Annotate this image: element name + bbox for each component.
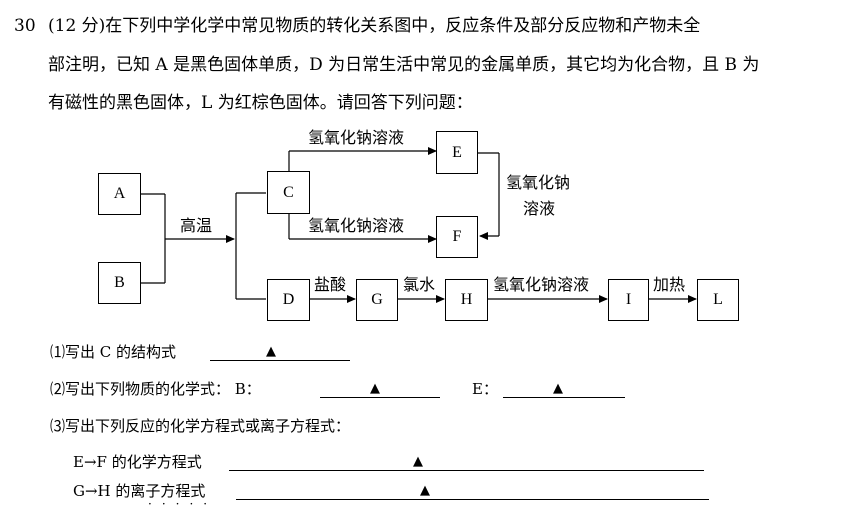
subquestion-2-e-label: E： xyxy=(472,380,498,398)
node-l: L xyxy=(697,279,739,321)
answer-mark-1: ▲ xyxy=(266,344,276,359)
label-naoh-to-f: 氢氧化钠溶液 xyxy=(308,216,405,235)
subquestion-3-e-to-f: E→F 的化学方程式 xyxy=(73,453,202,471)
subquestion-2: ⑵写出下列物质的化学式： B： xyxy=(50,380,261,398)
label-hcl: 盐酸 xyxy=(314,275,347,294)
label-high-temp: 高温 xyxy=(180,216,213,235)
answer-blank-c-structure[interactable] xyxy=(210,360,350,361)
label-naoh-to-e: 氢氧化钠溶液 xyxy=(308,128,405,147)
question-stem-line1: (12 分)在下列中学化学中常见物质的转化关系图中，反应条件及部分反应物和产物未… xyxy=(48,16,701,36)
subquestion-3-g-to-h: G→H 的离子方程式 xyxy=(73,482,206,500)
node-i: I xyxy=(608,279,649,321)
answer-mark-4: ▲ xyxy=(413,454,423,469)
label-naoh-to-i: 氢氧化钠溶液 xyxy=(493,275,590,294)
answer-mark-5: ▲ xyxy=(420,483,430,498)
emphasis-dots: ····· xyxy=(148,497,218,511)
answer-blank-b-formula[interactable] xyxy=(320,397,440,398)
subquestion-1: ⑴写出 C 的结构式 xyxy=(50,343,177,361)
node-a: A xyxy=(98,173,141,215)
answer-mark-2: ▲ xyxy=(370,381,380,396)
node-d: D xyxy=(267,279,310,321)
answer-blank-g-to-h-equation[interactable] xyxy=(236,499,709,500)
question-stem-line3: 有磁性的黑色固体，L 为红棕色固体。请回答下列问题： xyxy=(48,93,473,113)
node-g: G xyxy=(356,279,398,321)
node-h: H xyxy=(445,279,488,321)
label-chlorine-water: 氯水 xyxy=(403,275,436,294)
node-c: C xyxy=(267,171,310,214)
question-stem-line2: 部注明，已知 A 是黑色固体单质，D 为日常生活中常见的金属单质，其它均为化合物… xyxy=(48,55,760,75)
answer-blank-e-formula[interactable] xyxy=(503,397,625,398)
subquestion-3: ⑶写出下列反应的化学方程式或离子方程式： xyxy=(50,417,351,435)
label-naoh-e-f-line2: 溶液 xyxy=(523,199,556,218)
label-heat: 加热 xyxy=(653,275,686,294)
answer-mark-3: ▲ xyxy=(553,381,563,396)
question-number: 30 xyxy=(14,16,36,36)
answer-blank-e-to-f-equation[interactable] xyxy=(229,470,704,471)
node-b: B xyxy=(98,262,141,304)
node-f: F xyxy=(436,216,478,258)
node-e: E xyxy=(436,131,478,174)
label-naoh-e-f-line1: 氢氧化钠 xyxy=(506,173,571,192)
